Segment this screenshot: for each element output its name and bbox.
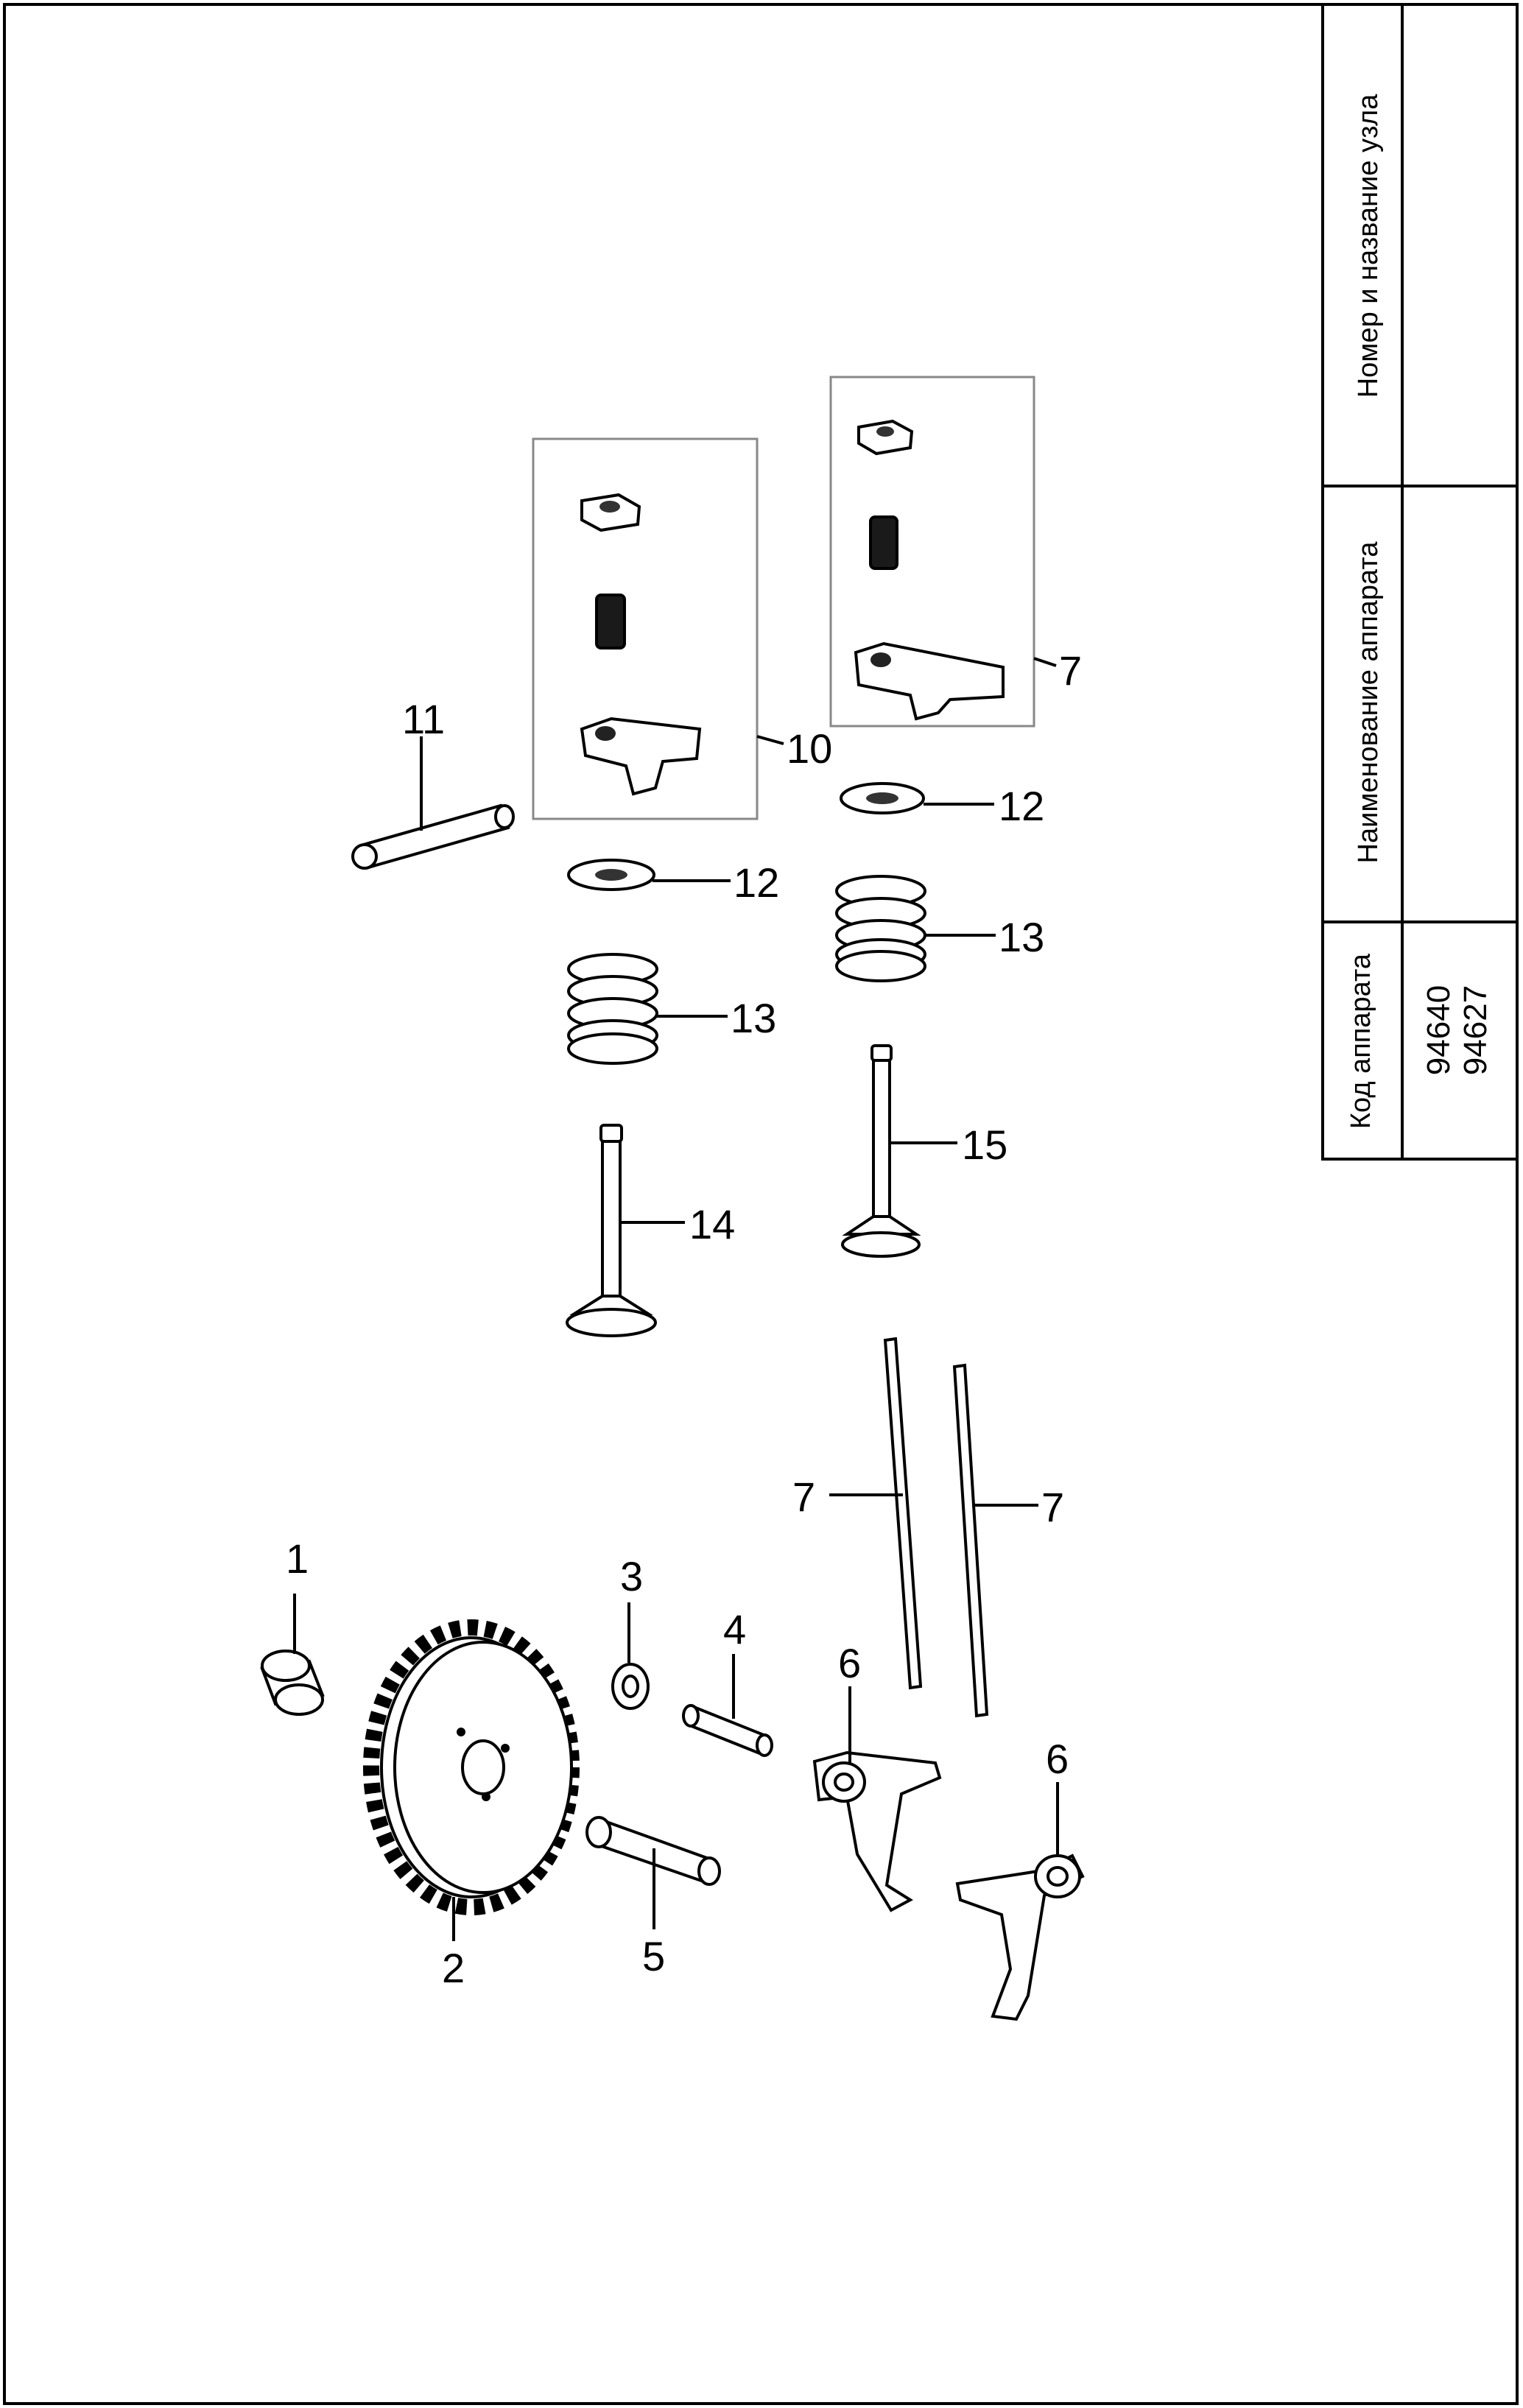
drawing-frame [3,3,1519,2405]
callout-7-right: 7 [1041,1484,1064,1530]
cam-gear [363,1619,580,1915]
rocker-kit-box-right [829,376,1035,728]
push-rod-left [883,1337,923,1690]
callout-7-left: 7 [792,1474,815,1520]
callout-2: 2 [442,1945,465,1991]
rocker-shaft [351,803,515,870]
callout-6-right: 6 [1046,1736,1069,1782]
rocker-arm-left [580,717,702,796]
tappet-left [812,1750,942,1912]
callout-5: 5 [642,1933,665,1979]
rocker-kit-box-left [532,437,759,820]
leader-lines [293,657,1059,1941]
callout-10-right: 7 [1059,647,1082,694]
callout-12-right: 12 [999,783,1044,829]
title-block: Номер и название узла Наименование аппар… [1321,3,1519,1161]
callout-10-left: 10 [787,725,832,772]
spring-retainer-left [567,859,655,891]
spring-retainer-right [840,782,925,814]
callout-12-left: 12 [734,859,779,906]
callout-6-left: 6 [838,1640,861,1686]
title-block-divider-2 [1324,920,1519,923]
adjust-screw-right [869,515,898,570]
bushing [260,1650,325,1716]
tappet-right [955,1853,1085,2021]
valve-spring-left [567,953,658,1065]
valve-spring-right [835,875,926,982]
pin [682,1704,773,1757]
title-block-divider-1 [1324,485,1519,487]
washer [611,1663,650,1710]
exhaust-valve [841,1044,921,1258]
callout-15: 15 [962,1122,1007,1168]
adjust-screw-left [595,594,626,649]
callout-11: 11 [402,696,445,742]
rocker-arm-right [854,641,1005,721]
callout-13-right: 13 [999,914,1044,960]
callout-1: 1 [286,1535,309,1582]
nut-right [857,419,914,456]
title-block-divider-vertical [1401,3,1404,1158]
callout-4: 4 [723,1606,746,1652]
nut-left [580,493,641,532]
callout-14: 14 [689,1201,735,1247]
push-rod-right [952,1363,989,1718]
callout-13-left: 13 [731,995,776,1041]
intake-valve [566,1124,657,1337]
callout-3: 3 [620,1553,643,1599]
